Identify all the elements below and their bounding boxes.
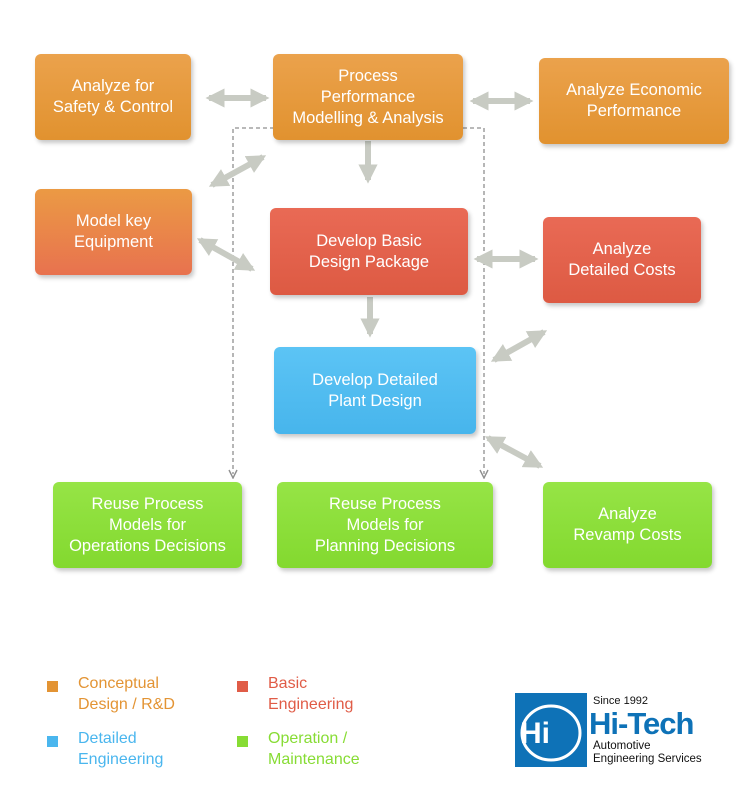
legend-item-detailed: Detailed Engineering xyxy=(47,728,163,770)
legend-label-conceptual: Conceptual Design / R&D xyxy=(78,675,175,713)
box-develop-basic-design: Develop Basic Design Package xyxy=(270,208,468,295)
dashed-line-right xyxy=(463,127,484,474)
legend-swatch-conceptual xyxy=(47,681,58,692)
legend-item-conceptual: Conceptual Design / R&D xyxy=(47,673,175,715)
legend-label-detailed: Detailed Engineering xyxy=(78,730,164,768)
legend-swatch-basic xyxy=(237,681,248,692)
legend-label-basic: Basic Engineering xyxy=(268,675,354,713)
box-model-key-equipment: Model key Equipment xyxy=(35,189,192,275)
legend-item-basic: Basic Engineering xyxy=(237,673,353,715)
box-analyze-safety-control: Analyze for Safety & Control xyxy=(35,54,191,140)
box-analyze-economic-performance: Analyze Economic Performance xyxy=(539,58,729,144)
arrow-costs-detailed xyxy=(490,329,548,363)
legend-swatch-operation xyxy=(237,736,248,747)
arrow-modelkey-basic xyxy=(196,237,256,272)
arrow-detailed-revamp xyxy=(484,435,544,469)
box-process-performance-modelling: Process Performance Modelling & Analysis xyxy=(273,54,463,140)
logo-tagline: Automotive Engineering Services xyxy=(593,740,702,765)
legend-label-operation: Operation / Maintenance xyxy=(268,730,360,768)
box-develop-detailed-plant-design: Develop Detailed Plant Design xyxy=(274,347,476,434)
dashed-line-left xyxy=(233,127,274,474)
box-reuse-process-operations: Reuse Process Models for Operations Deci… xyxy=(53,482,242,568)
logo-since: Since 1992 xyxy=(593,695,649,707)
box-reuse-process-planning: Reuse Process Models for Planning Decisi… xyxy=(277,482,493,568)
logo-name: Hi-Tech xyxy=(589,706,694,741)
svg-text:Hi: Hi xyxy=(520,717,550,750)
logo-mark: Hi xyxy=(515,693,587,767)
hi-tech-logo: Hi Since 1992 Hi-Tech Automotive Enginee… xyxy=(515,693,740,768)
arrow-process-modelkey xyxy=(208,154,267,188)
legend-item-operation: Operation / Maintenance xyxy=(237,728,360,770)
box-analyze-detailed-costs: Analyze Detailed Costs xyxy=(543,217,701,303)
legend-swatch-detailed xyxy=(47,736,58,747)
box-analyze-revamp-costs: Analyze Revamp Costs xyxy=(543,482,712,568)
logo-swoosh-icon: Hi xyxy=(520,704,582,762)
